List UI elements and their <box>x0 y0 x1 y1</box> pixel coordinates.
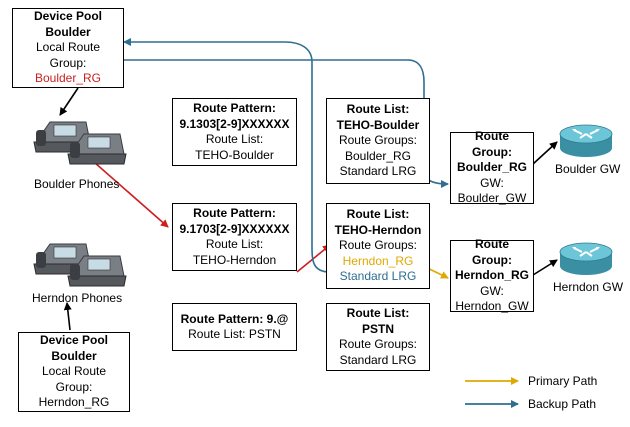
device-pool-title: Device Pool <box>39 333 109 348</box>
route-list-name: PSTN <box>361 321 394 336</box>
ip-phone-icon <box>33 121 127 165</box>
herndon-gw-label: Herndon GW <box>553 280 624 294</box>
route-pattern-title: Route Pattern: <box>193 101 276 115</box>
route-list-teho-herndon: Route List: TEHO-Herndon Route Groups: H… <box>326 203 430 289</box>
route-group-boulder: Route Group: Boulder_RG GW: Boulder_GW <box>450 129 534 206</box>
gateway-label: GW: <box>480 175 504 190</box>
route-list-label: Route List: <box>205 132 264 146</box>
pool-to-herndon-phones-arrow <box>63 302 72 331</box>
route-pattern-title: Route Pattern: 9.@ <box>180 311 289 326</box>
local-route-group-label: Local Route Group: <box>35 40 101 70</box>
route-pattern-value: 9.1303[2-9]XXXXXX <box>179 116 290 131</box>
rg-boulder-to-gw-arrow <box>532 141 558 165</box>
route-group-title: Route Group: <box>472 129 512 159</box>
route-list-pstn: Route List: PSTN Route Groups: Standard … <box>326 303 430 371</box>
route-list-title: Route List: <box>346 207 410 222</box>
router-icon <box>559 242 613 275</box>
herndon-phones-label: Herndon Phones <box>32 291 123 305</box>
route-list-name: TEHO-Boulder <box>336 117 420 132</box>
gateway-value: Herndon_GW <box>455 299 529 314</box>
route-list-label: Route List: <box>205 237 264 251</box>
legend-backup-label: Backup Path <box>528 397 597 411</box>
route-group-item: Boulder_RG <box>344 148 412 163</box>
route-pattern-herndon: Route Pattern: 9.1703[2-9]XXXXXX Route L… <box>172 203 297 271</box>
route-group-item: Standard LRG <box>339 352 417 367</box>
legend-primary-label: Primary Path <box>528 374 598 388</box>
device-pool-herndon: Device Pool Boulder Local Route Group: H… <box>18 332 130 412</box>
rg-herndon-to-gw-arrow <box>532 259 558 276</box>
device-pool-name: Boulder <box>45 24 91 39</box>
route-list-value: TEHO-Boulder <box>195 147 274 162</box>
route-groups-label: Route Groups: <box>338 337 418 351</box>
pool-to-boulder-phones-arrow <box>59 87 79 116</box>
route-groups-label: Route Groups: <box>338 133 418 148</box>
gateway-label: GW: <box>480 283 504 298</box>
route-group-herndon: Route Group: Herndon_RG GW: Herndon_GW <box>450 237 534 314</box>
route-groups-label: Route Groups: <box>338 238 418 253</box>
route-pattern-pstn: Route Pattern: 9.@ Route List: PSTN <box>172 303 297 351</box>
boulder-gw-label: Boulder GW <box>555 162 621 176</box>
route-pattern-value: 9.1703[2-9]XXXXXX <box>179 221 290 236</box>
call-path-arrow-1 <box>85 154 169 228</box>
route-list-value: Route List: PSTN <box>188 327 281 341</box>
route-pattern-title: Route Pattern: <box>193 206 276 220</box>
route-group-name: Boulder_RG <box>456 160 527 175</box>
route-list-title: Route List: <box>346 102 410 117</box>
route-list-value: TEHO-Herndon <box>192 252 277 267</box>
backup-path-to-boulder-rg <box>124 59 449 188</box>
gateway-value: Boulder_GW <box>457 191 527 206</box>
device-pool-name: Boulder <box>51 348 97 363</box>
device-pool-title: Device Pool <box>33 9 103 24</box>
route-list-name: TEHO-Herndon <box>334 222 422 237</box>
route-group-name: Herndon_RG <box>454 268 529 283</box>
route-group-item: Standard LRG <box>339 164 417 179</box>
route-list-teho-boulder: Route List: TEHO-Boulder Route Groups: B… <box>326 98 430 184</box>
local-route-group-label: Local Route Group: <box>41 364 107 394</box>
route-group-item-backup: Standard LRG <box>339 269 417 284</box>
ip-phone-icon <box>33 243 127 287</box>
local-route-group-value: Boulder_RG <box>34 71 102 86</box>
route-list-title: Route List: <box>346 306 410 320</box>
route-pattern-boulder: Route Pattern: 9.1303[2-9]XXXXXX Route L… <box>172 98 297 166</box>
router-icon <box>559 124 613 157</box>
route-group-title: Route Group: <box>472 237 512 267</box>
backup-path-to-pool <box>123 38 331 273</box>
boulder-phones-label: Boulder Phones <box>34 177 120 191</box>
device-pool-boulder: Device Pool Boulder Local Route Group: B… <box>12 8 124 88</box>
route-group-item-primary: Herndon_RG <box>342 253 414 268</box>
local-route-group-value: Herndon_RG <box>38 395 110 410</box>
